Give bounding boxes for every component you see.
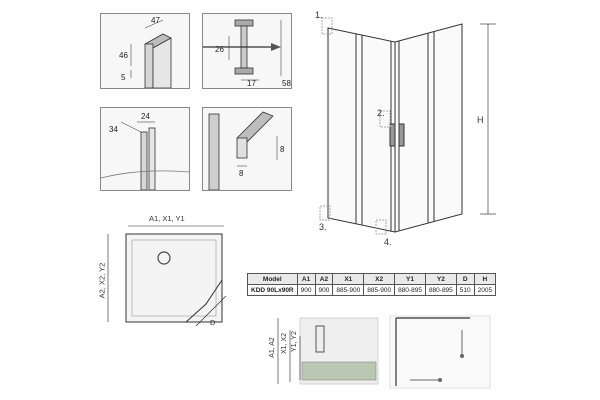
dim-8-side: 8 <box>280 145 285 154</box>
callout-4: 4. <box>384 237 392 247</box>
callout-1: 1. <box>315 10 323 20</box>
dim-34: 34 <box>109 125 118 134</box>
dim-58: 58 <box>282 79 291 88</box>
col-x1: X1 <box>332 273 365 285</box>
callout-2: 2. <box>377 108 385 118</box>
table-row: KDD 90Lx90R 900 900 885-900 885-900 880-… <box>247 284 497 296</box>
plan-diag-label: D <box>210 318 216 327</box>
table-header-row: Model A1 A2 X1 X2 Y1 Y2 D H <box>247 273 497 285</box>
cell-y1: 880-895 <box>394 284 426 296</box>
dim-17: 17 <box>247 79 256 88</box>
detail-panel-1: 1. 47 46 5 <box>100 13 190 89</box>
cell-model: KDD 90Lx90R <box>247 284 298 296</box>
height-label: H <box>477 115 484 125</box>
col-x2: X2 <box>363 273 396 285</box>
detail-3-drawing <box>101 121 189 190</box>
dim-47: 47 <box>151 16 160 25</box>
cell-y2: 880-895 <box>424 284 457 296</box>
detail-2-drawing <box>203 19 282 81</box>
cell-h: 2005 <box>473 284 497 296</box>
dim-46: 46 <box>119 51 128 60</box>
dim-5: 5 <box>121 73 126 82</box>
cell-x2: 885-900 <box>363 284 396 296</box>
spec-table: Model A1 A2 X1 X2 Y1 Y2 D H KDD 90Lx90R … <box>247 273 497 296</box>
detail-panel-2: 2. 26 17 58 <box>202 13 292 89</box>
callout-3: 3. <box>319 222 327 232</box>
detail-4-drawing <box>208 111 278 190</box>
cell-d: 510 <box>455 284 475 296</box>
dim-24: 24 <box>141 112 150 121</box>
detail-1-drawing <box>130 19 172 88</box>
plan-top-label: A1, X1, Y1 <box>149 214 185 223</box>
dim-26: 26 <box>215 45 224 54</box>
detail-panel-4: 4. 8 8 <box>202 107 292 191</box>
dim-8-bottom: 8 <box>239 169 244 178</box>
detail-panel-3: 3. 24 34 <box>100 107 190 191</box>
